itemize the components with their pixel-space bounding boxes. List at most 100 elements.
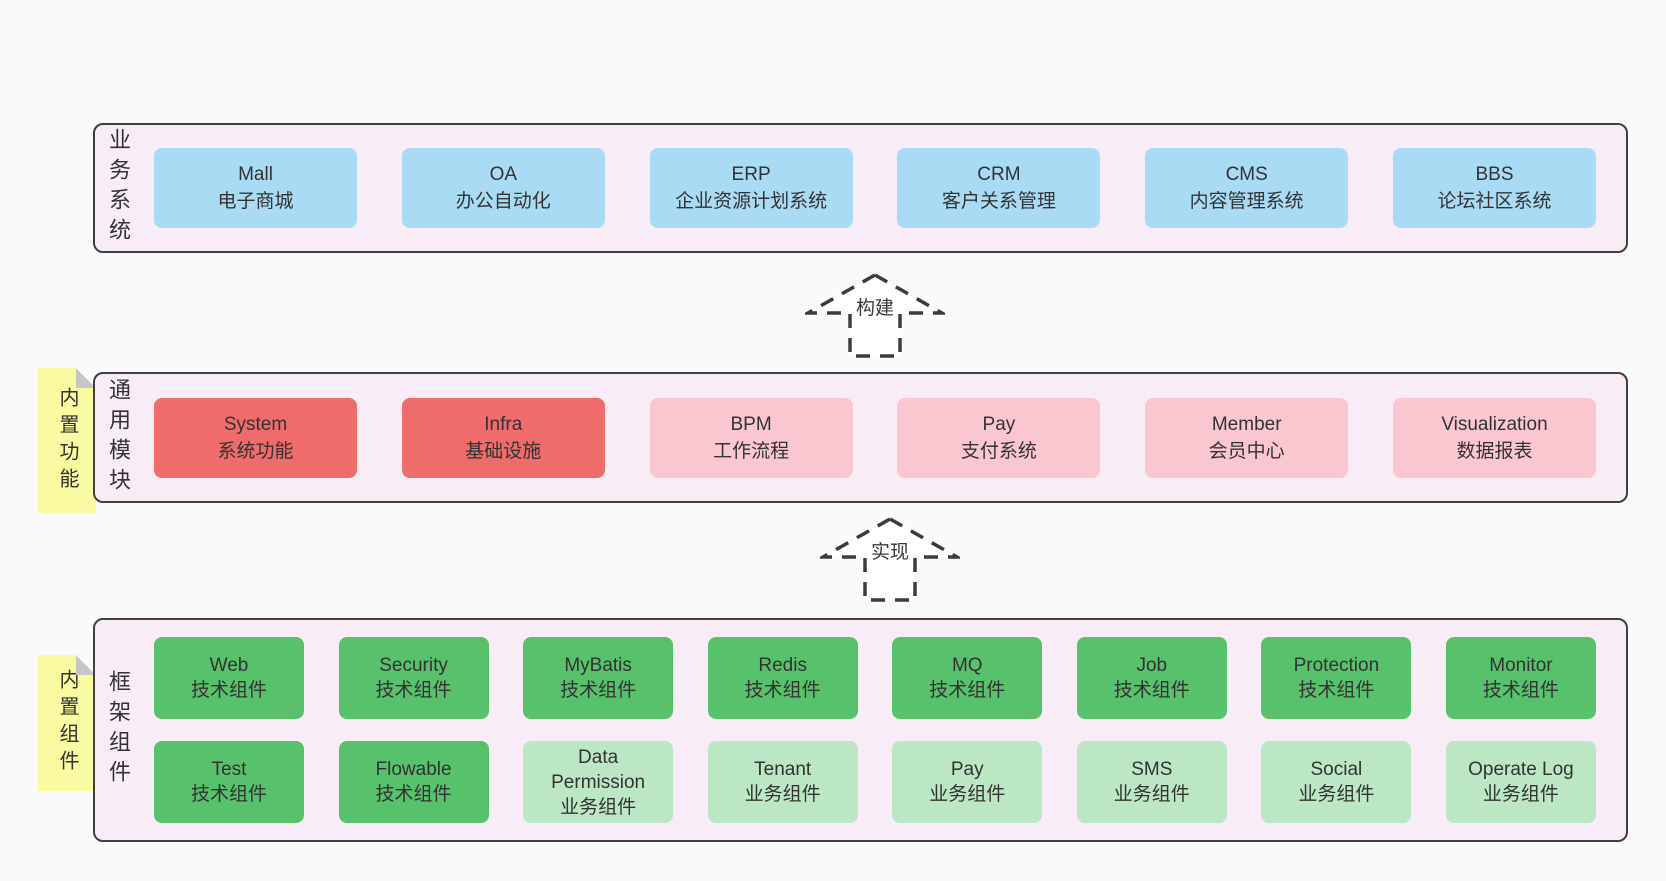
band-framework-components: 框架组件 Web 技术组件 Security 技术组件 MyBatis 技术组件… xyxy=(93,618,1628,842)
box-security: Security 技术组件 xyxy=(338,637,489,719)
box-tenant: Tenant 业务组件 xyxy=(707,741,858,823)
box-subtitle: 技术组件 xyxy=(1113,680,1190,701)
box-social: Social 业务组件 xyxy=(1261,741,1412,823)
box-subtitle: 技术组件 xyxy=(744,680,821,701)
box-flowable: Flowable 技术组件 xyxy=(338,741,489,823)
box-title: Pay xyxy=(982,413,1016,435)
band-framework-components-rows: Web 技术组件 Security 技术组件 MyBatis 技术组件 Redi… xyxy=(154,620,1596,840)
box-subtitle: 业务组件 xyxy=(1482,784,1559,805)
box-title: Redis xyxy=(758,655,807,676)
box-subtitle: 数据报表 xyxy=(1456,440,1533,462)
box-title: Operate Log xyxy=(1468,759,1574,780)
band-business-systems: 业务系统 Mall 电子商城 OA 办公自动化 ERP 企业资源计划系统 CRM… xyxy=(93,123,1628,253)
sticky-note-builtin-components: 内置组件 xyxy=(38,655,96,791)
sticky-label: 内置功能 xyxy=(56,386,78,495)
box-subtitle: 技术组件 xyxy=(929,680,1006,701)
box-subtitle: 技术组件 xyxy=(375,784,452,805)
box-subtitle: 技术组件 xyxy=(190,784,267,805)
box-title: MQ xyxy=(951,655,983,676)
box-sms: SMS 业务组件 xyxy=(1076,741,1227,823)
box-subtitle: 技术组件 xyxy=(1298,680,1375,701)
box-subtitle: 技术组件 xyxy=(1482,680,1559,701)
band-row: Mall 电子商城 OA 办公自动化 ERP 企业资源计划系统 CRM 客户关系… xyxy=(154,148,1596,228)
box-title: Test xyxy=(211,759,247,780)
box-title: MyBatis xyxy=(564,655,632,676)
box-operate-log: Operate Log 业务组件 xyxy=(1445,741,1596,823)
box-subtitle: 企业资源计划系统 xyxy=(675,191,828,212)
box-title: Visualization xyxy=(1441,413,1548,435)
box-subtitle: 业务组件 xyxy=(560,796,637,818)
sticky-label: 内置组件 xyxy=(56,669,78,777)
box-erp: ERP 企业资源计划系统 xyxy=(649,148,853,228)
folded-corner-icon xyxy=(76,655,96,675)
box-title: Job xyxy=(1136,655,1168,676)
box-cms: CMS 内容管理系统 xyxy=(1145,148,1349,228)
box-title: CRM xyxy=(977,164,1021,185)
box-title: System xyxy=(223,413,288,435)
band-row: Test 技术组件 Flowable 技术组件 Data Permission … xyxy=(154,741,1596,823)
box-system: System 系统功能 xyxy=(154,397,357,478)
box-pay-module: Pay 支付系统 xyxy=(897,397,1101,478)
box-subtitle: 业务组件 xyxy=(1113,784,1190,805)
box-monitor: Monitor 技术组件 xyxy=(1445,637,1596,719)
box-title: Data Permission xyxy=(551,746,646,793)
box-title: Tenant xyxy=(754,759,812,780)
box-subtitle: 技术组件 xyxy=(375,680,452,701)
band-label-common-modules: 通用模块 xyxy=(106,377,131,498)
box-pay-component: Pay 业务组件 xyxy=(892,741,1043,823)
band-label-business-systems: 业务系统 xyxy=(106,128,131,248)
box-visualization: Visualization 数据报表 xyxy=(1392,397,1596,478)
box-data-permission: Data Permission 业务组件 xyxy=(523,741,674,823)
box-title: Infra xyxy=(484,413,523,435)
box-mq: MQ 技术组件 xyxy=(892,637,1043,719)
band-business-systems-rows: Mall 电子商城 OA 办公自动化 ERP 企业资源计划系统 CRM 客户关系… xyxy=(154,125,1596,251)
band-row: Web 技术组件 Security 技术组件 MyBatis 技术组件 Redi… xyxy=(154,637,1596,719)
box-title: Web xyxy=(209,655,249,676)
box-crm: CRM 客户关系管理 xyxy=(897,148,1101,228)
box-title: Monitor xyxy=(1489,655,1553,676)
box-bpm: BPM 工作流程 xyxy=(649,397,853,478)
box-redis: Redis 技术组件 xyxy=(707,637,858,719)
box-title: Mall xyxy=(238,164,273,185)
box-title: Protection xyxy=(1293,655,1380,676)
box-subtitle: 论坛社区系统 xyxy=(1437,191,1552,212)
box-subtitle: 支付系统 xyxy=(960,440,1037,462)
box-subtitle: 业务组件 xyxy=(929,784,1006,805)
box-subtitle: 技术组件 xyxy=(560,680,637,701)
implement-arrow: 实现 xyxy=(820,516,960,604)
box-subtitle: 业务组件 xyxy=(1298,784,1375,805)
box-mall: Mall 电子商城 xyxy=(154,148,357,228)
box-title: ERP xyxy=(731,164,771,185)
box-subtitle: 业务组件 xyxy=(744,784,821,805)
box-subtitle: 内容管理系统 xyxy=(1189,191,1304,212)
box-title: BPM xyxy=(730,413,772,435)
box-mybatis: MyBatis 技术组件 xyxy=(523,637,674,719)
box-subtitle: 会员中心 xyxy=(1208,440,1285,462)
box-title: Social xyxy=(1310,759,1363,780)
box-subtitle: 客户关系管理 xyxy=(941,191,1056,212)
box-title: Member xyxy=(1211,413,1282,435)
box-subtitle: 办公自动化 xyxy=(455,191,551,212)
box-job: Job 技术组件 xyxy=(1076,637,1227,719)
band-common-modules: 通用模块 System 系统功能 Infra 基础设施 BPM 工作流程 Pay… xyxy=(93,372,1628,503)
band-row: System 系统功能 Infra 基础设施 BPM 工作流程 Pay 支付系统… xyxy=(154,397,1596,478)
box-protection: Protection 技术组件 xyxy=(1261,637,1412,719)
box-subtitle: 基础设施 xyxy=(465,440,542,462)
box-subtitle: 工作流程 xyxy=(713,440,790,462)
build-arrow: 构建 xyxy=(805,272,945,360)
box-title: BBS xyxy=(1475,164,1514,185)
box-oa: OA 办公自动化 xyxy=(401,148,605,228)
box-subtitle: 电子商城 xyxy=(217,191,294,212)
sticky-note-builtin-features: 内置功能 xyxy=(38,368,96,513)
build-arrow-label: 构建 xyxy=(851,292,899,321)
box-title: Flowable xyxy=(375,759,452,780)
box-title: CMS xyxy=(1225,164,1268,185)
box-subtitle: 系统功能 xyxy=(217,440,294,462)
box-web: Web 技术组件 xyxy=(154,637,304,719)
box-title: SMS xyxy=(1131,759,1173,780)
implement-arrow-label: 实现 xyxy=(866,536,914,565)
box-infra: Infra 基础设施 xyxy=(401,397,605,478)
box-test: Test 技术组件 xyxy=(154,741,304,823)
box-title: Pay xyxy=(950,759,984,780)
